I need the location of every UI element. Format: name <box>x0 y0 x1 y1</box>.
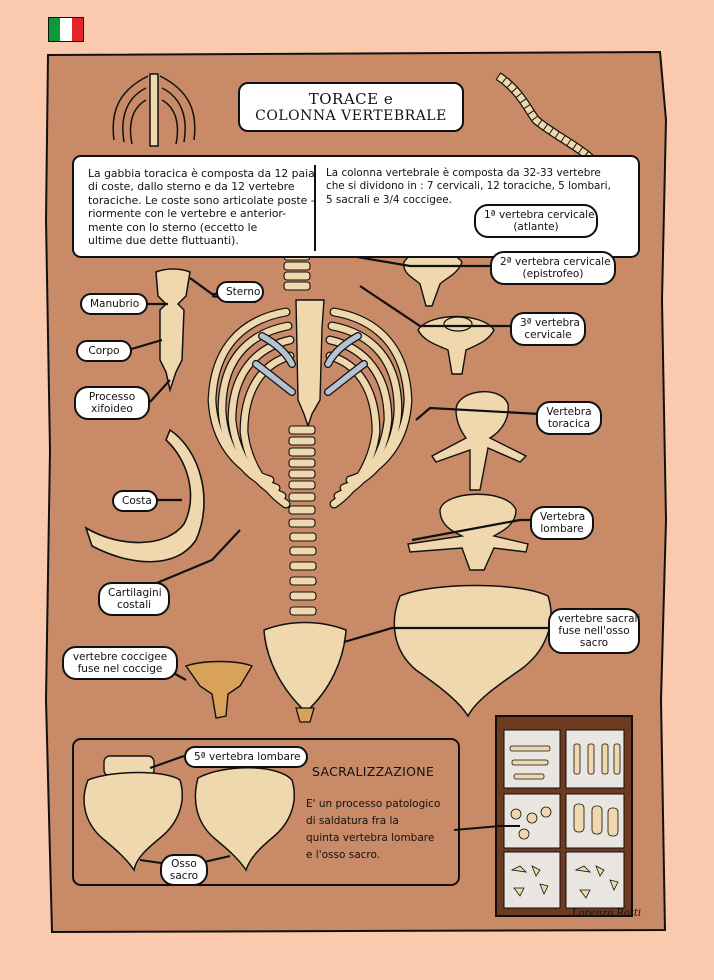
label-line: (atlante) <box>513 221 559 233</box>
sacral-line: di saldatura fra la <box>306 815 399 827</box>
coccyx-drawing <box>184 660 254 719</box>
loose-rib-drawing <box>84 428 205 563</box>
label-line: 2ª vertebra cervicale <box>500 256 611 268</box>
sacral-line: quinta vertebra lombare <box>306 832 435 844</box>
label-line: cervicale <box>524 329 572 341</box>
signature: Lorenzo Rotti <box>572 908 642 919</box>
intro-left-line: ultime due dette fluttuanti). <box>88 234 239 248</box>
sacral-line: e l'osso sacro. <box>306 849 381 861</box>
sacral-pointer-line <box>453 825 520 831</box>
label-line: Vertebra <box>546 406 592 418</box>
label-corpo: Corpo <box>76 340 132 362</box>
label-line: sacro <box>579 637 609 649</box>
label-line: sacro <box>169 870 199 882</box>
sacralization-drawings <box>83 755 295 872</box>
c3-drawing <box>417 315 495 375</box>
italian-flag-icon <box>48 17 84 42</box>
sacralization-text: E' un processo patologico di saldatura f… <box>306 796 456 864</box>
label-vertebre-sacrali: vertebre sacrali fuse nell'osso sacro <box>548 608 640 654</box>
intro-left-line: La gabbia toracica è composta da 12 paia <box>88 167 315 180</box>
sternum-drawing <box>155 268 191 393</box>
label-manubrio: Manubrio <box>80 293 148 315</box>
label-line: Vertebra <box>540 511 586 523</box>
sacral-line: E' un processo patologico <box>306 798 441 810</box>
intro-left-line: di coste, dallo sterno e da 12 vertebre <box>88 180 295 194</box>
label-line: 3ª vertebra <box>520 317 580 329</box>
label-line: Osso <box>171 858 197 870</box>
flag-white <box>60 18 72 41</box>
label-atlante: 1ª vertebra cervicale (atlante) <box>474 204 598 238</box>
intro-divider <box>314 165 316 251</box>
intro-right: La colonna vertebrale è composta da 32-3… <box>326 167 632 207</box>
label-vertebra-lombare: Vertebra lombare <box>530 506 594 540</box>
ribcage-drawing <box>207 307 413 509</box>
label-line: 1ª vertebra cervicale <box>484 209 595 221</box>
label-epistrofeo: 2ª vertebra cervicale (epistrofeo) <box>490 251 616 285</box>
intro-left: La gabbia toracica è composta da 12 paia… <box>88 167 326 247</box>
sacralization-box <box>72 738 460 886</box>
intro-right-line: La colonna vertebrale è composta da 32-3… <box>326 167 601 179</box>
cage-sternum <box>295 299 325 429</box>
label-line: fuse nell'osso <box>558 625 630 637</box>
intro-left-line: toraciche. Le coste sono articolate post… <box>88 193 315 207</box>
intro-left-line: mente con lo sterno (eccetto le <box>88 220 258 234</box>
label-vertebra-toracica: Vertebra toracica <box>536 401 602 435</box>
main-sacrum <box>263 621 347 714</box>
intro-right-line: 5 sacrali e 3/4 coccigee. <box>326 193 452 206</box>
sacrum-drawing <box>393 584 552 718</box>
label-line: (epistrofeo) <box>522 268 584 280</box>
label-line: toracica <box>547 418 591 430</box>
flag-red <box>71 18 83 41</box>
title-line1: TORACE e <box>308 90 394 108</box>
label-line: fuse nel coccige <box>77 663 163 675</box>
label-line: xifoideo <box>91 403 133 415</box>
label-vertebre-coccigee: vertebre coccigee fuse nel coccige <box>62 646 178 680</box>
sacralization-heading: SACRALIZZAZIONE <box>312 764 435 779</box>
small-ribcage-drawing <box>112 73 196 147</box>
label-line: lombare <box>540 523 584 535</box>
museum-cabinet-drawing <box>495 715 633 917</box>
intro-left-line: riormente con le vertebre e anterior- <box>88 207 287 221</box>
label-line: costali <box>116 599 152 611</box>
label-cartilagini-costali: Cartilagini costali <box>98 582 170 616</box>
flag-green <box>49 18 61 41</box>
label-osso-sacro: Osso sacro <box>160 854 208 886</box>
label-sterno: Sterno <box>216 281 264 303</box>
title-box: TORACE e COLONNA VERTEBRALE <box>238 82 464 132</box>
label-line: vertebre sacrali <box>558 613 641 625</box>
label-costa: Costa <box>112 490 158 512</box>
label-processo-xifoideo: Processo xifoideo <box>74 386 150 420</box>
label-line: Cartilagini <box>108 587 162 599</box>
label-terza-cervicale: 3ª vertebra cervicale <box>510 312 586 346</box>
title-line2: COLONNA VERTEBRALE <box>255 108 447 124</box>
label-line: Processo <box>88 391 136 403</box>
label-quinta-lombare: 5ª vertebra lombare <box>184 746 308 768</box>
thoracic-vertebra-drawing <box>430 391 528 491</box>
intro-right-line: che si dividono in : 7 cervicali, 12 tor… <box>326 180 611 193</box>
main-coccyx <box>295 707 315 723</box>
label-line: vertebre coccigee <box>72 651 168 663</box>
